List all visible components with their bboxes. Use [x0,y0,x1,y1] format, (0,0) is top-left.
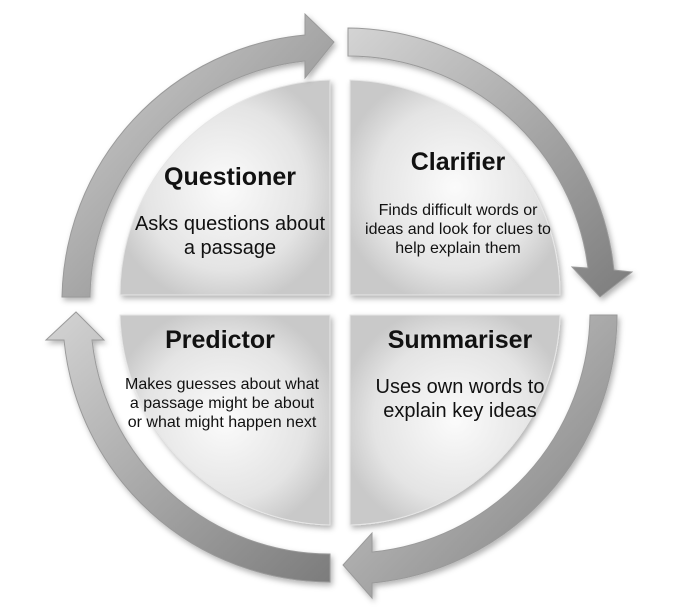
clarifier-title: Clarifier [410,148,506,176]
summariser-description: Uses own words to explain key ideas [375,376,545,422]
quadrant-questioner [119,79,331,296]
quadrant-clarifier [349,79,561,296]
quadrant-summariser [349,314,561,526]
arrow-clarifier-to-summariser [347,27,634,298]
predictor-description: Makes guesses about what a passage might… [125,376,319,432]
predictor-title: Predictor [165,326,275,354]
clarifier-description: Finds difficult words or ideas and look … [365,202,551,258]
questioner-title: Questioner [164,163,296,191]
quadrant-predictor [119,314,331,526]
arrow-summariser-to-predictor [342,314,618,600]
questioner-description: Asks questions about a passage [134,213,326,259]
arrow-questioner-to-clarifier [61,12,335,298]
arrow-predictor-to-questioner [44,311,331,583]
summariser-title: Summariser [387,326,533,354]
